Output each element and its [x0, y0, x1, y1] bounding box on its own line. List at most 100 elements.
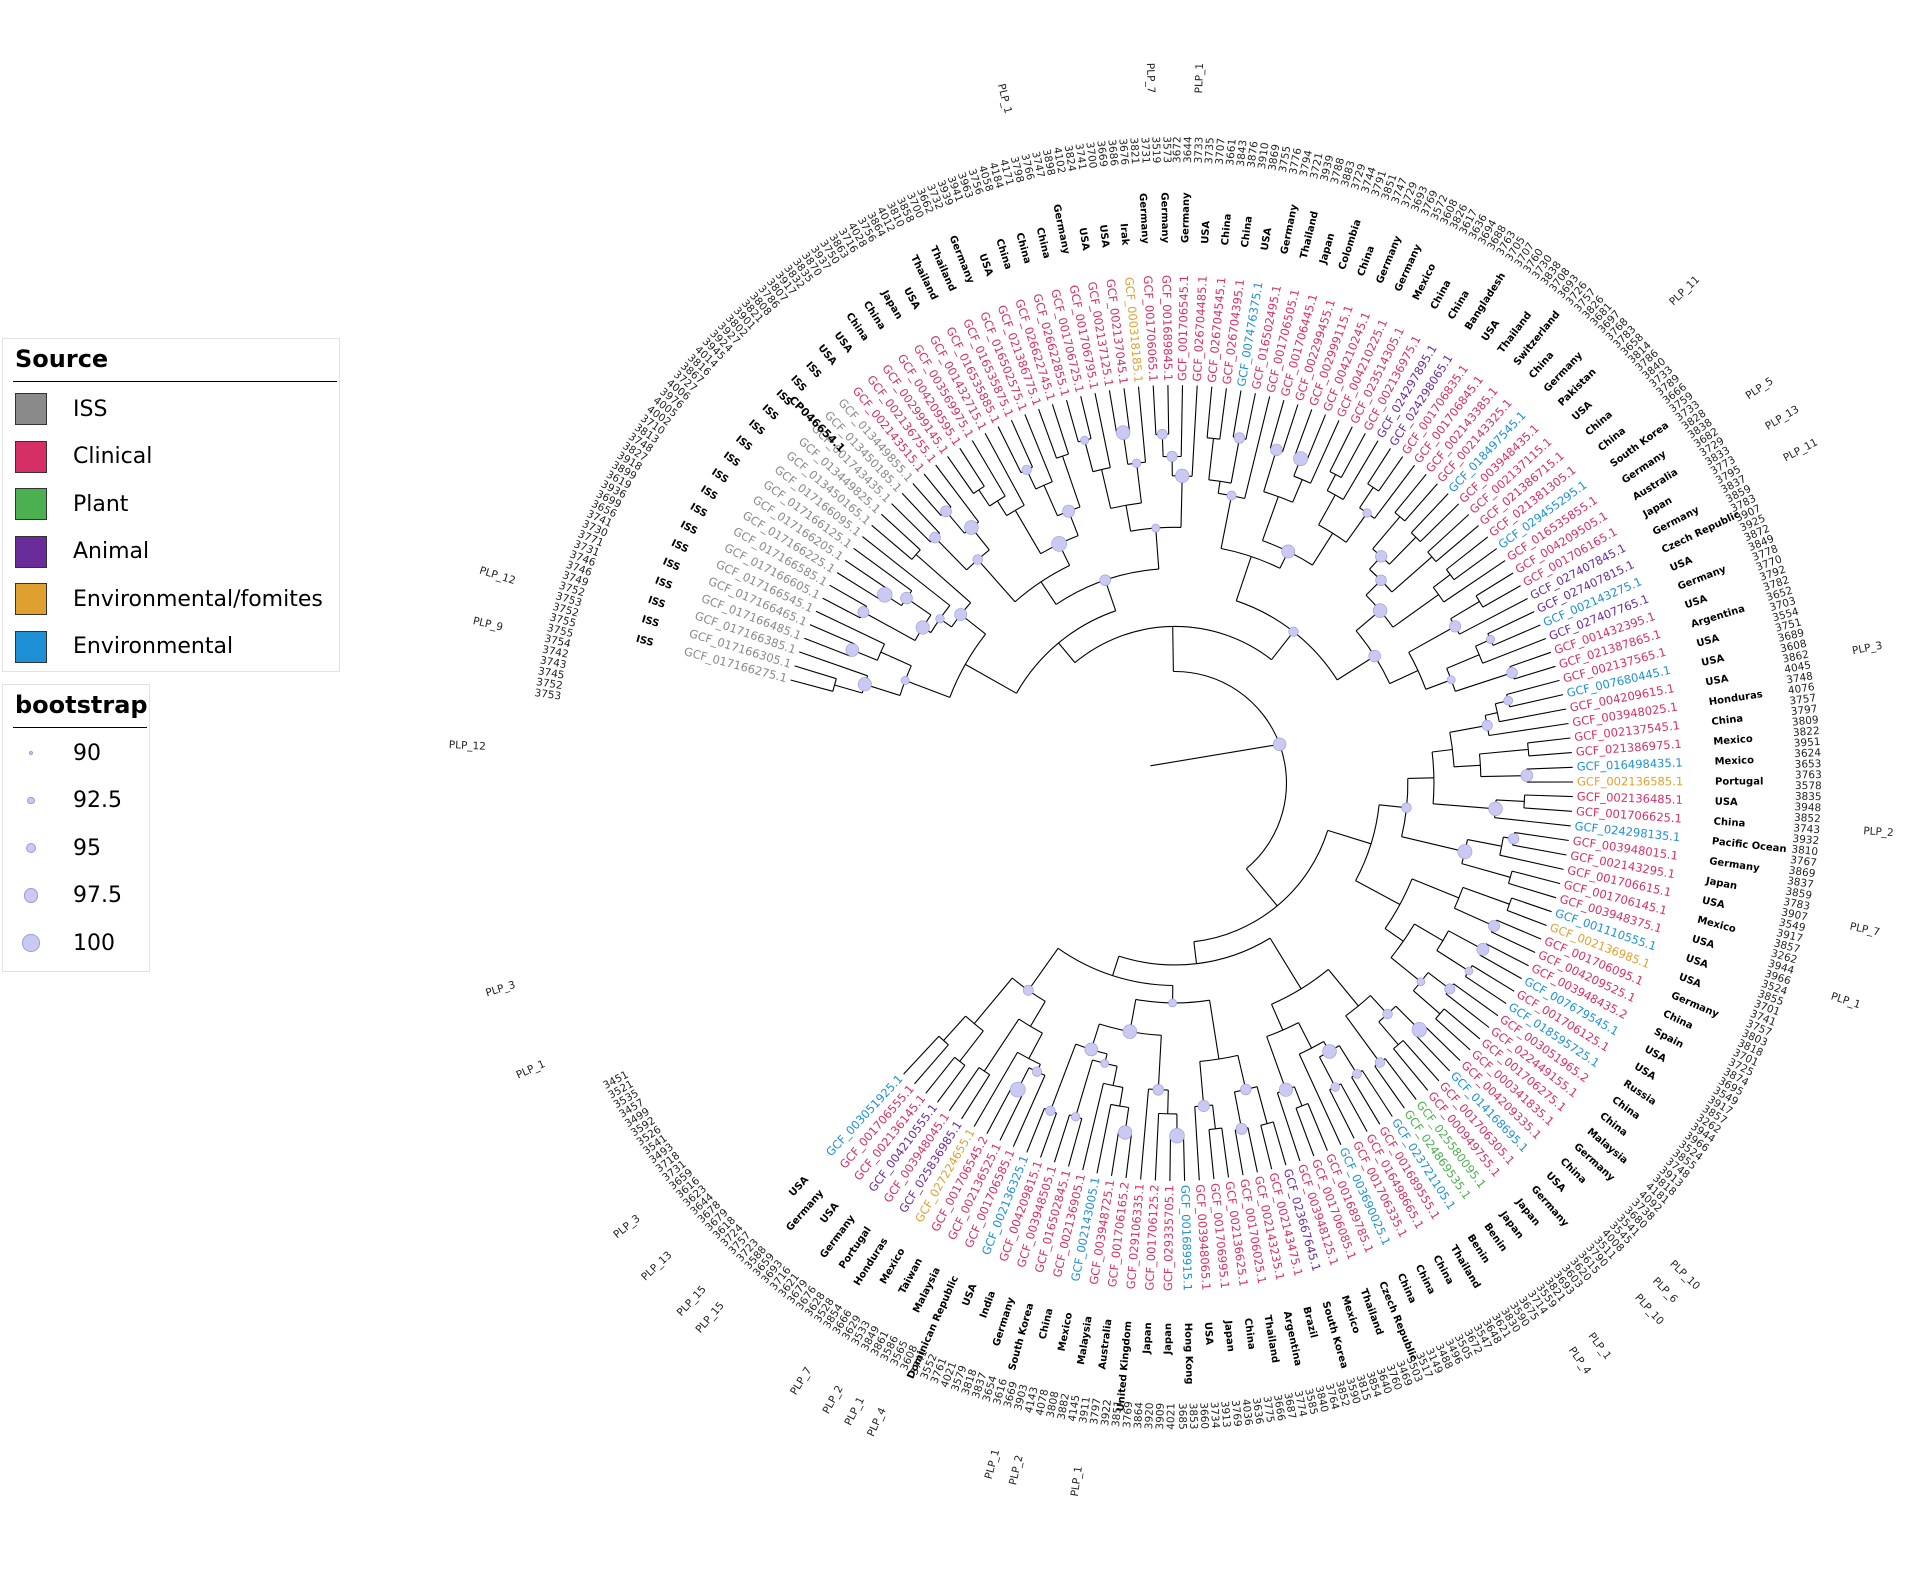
- bootstrap-marker: [845, 643, 859, 657]
- outer-value-label: 3733: [1193, 136, 1206, 163]
- branch: [1488, 722, 1569, 737]
- outer-value-label: 3661: [1224, 138, 1238, 166]
- plp-label: PLP_2: [820, 1384, 845, 1416]
- branch: [1492, 624, 1541, 646]
- bootstrap-marker: [1115, 425, 1131, 440]
- branch: [1384, 1058, 1417, 1100]
- bootstrap-legend-label: 92.5: [73, 788, 122, 813]
- color-swatch: [15, 440, 47, 473]
- country-label: Benin: [1465, 1233, 1492, 1266]
- branch: [829, 584, 867, 607]
- branch: [1269, 400, 1285, 449]
- branch-arc: [1199, 1054, 1239, 1062]
- source-legend-title: Source: [15, 345, 109, 373]
- source-legend-item: Environmental/fomites: [15, 583, 323, 615]
- accession-label: GCF_001689915.1: [1178, 1185, 1195, 1291]
- bootstrap-marker: [940, 505, 952, 518]
- bootstrap-marker: [1099, 574, 1111, 586]
- branch: [999, 1092, 1024, 1141]
- branch: [1298, 1022, 1313, 1049]
- branch: [1496, 799, 1525, 802]
- source-legend-label: ISS: [73, 396, 108, 422]
- outer-value-label: 3775: [1260, 1395, 1276, 1423]
- plp-label: PLP_1: [983, 1448, 1002, 1481]
- bootstrap-marker: [935, 614, 945, 624]
- outer-value-label: 3741: [1072, 143, 1088, 171]
- bootstrap-marker: [1488, 920, 1500, 932]
- outer-value-label: 3672: [1171, 136, 1183, 163]
- source-legend-label: Animal: [73, 539, 150, 564]
- branch: [1326, 474, 1337, 491]
- outer-value-label: 3578: [1795, 780, 1822, 792]
- source-legend-label: Clinical: [73, 444, 153, 469]
- branch: [1247, 1127, 1258, 1173]
- country-label: Germany: [1708, 856, 1760, 874]
- outer-value-label: 3948: [1794, 801, 1821, 814]
- branch: [1295, 1108, 1315, 1157]
- plp-label: PLP_11: [1781, 436, 1819, 464]
- branch: [1393, 1048, 1429, 1091]
- branch: [1140, 1089, 1150, 1180]
- country-label: ISS: [653, 575, 673, 592]
- branch: [1256, 1086, 1268, 1124]
- outer-value-label: 3913: [1218, 1401, 1232, 1429]
- bootstrap-markers: [845, 425, 1534, 1144]
- country-label: ISS: [661, 556, 682, 573]
- branch: [1527, 737, 1571, 744]
- country-label: Australia: [1097, 1318, 1114, 1370]
- branch: [1454, 907, 1495, 927]
- branch: [1261, 496, 1279, 541]
- country-label: Germany: [1050, 203, 1071, 255]
- accession-labels: GCF_017166275.1GCF_017166305.1GCF_017166…: [682, 275, 1683, 1291]
- branch: [923, 473, 952, 508]
- branch: [1237, 1055, 1247, 1090]
- branch: [1445, 993, 1490, 1028]
- outer-value-label: 3951: [1793, 736, 1820, 750]
- branch: [1514, 832, 1569, 842]
- branch: [1446, 536, 1489, 570]
- branch: [790, 679, 833, 692]
- country-label: Mexico: [1714, 755, 1754, 768]
- branch: [1506, 909, 1547, 927]
- branch: [1499, 708, 1567, 723]
- branch: [1338, 1045, 1358, 1075]
- outer-value-label: 3843: [1235, 139, 1250, 167]
- bootstrap-marker: [1486, 634, 1496, 644]
- bootstrap-marker: [1122, 1024, 1138, 1039]
- branch: [1342, 440, 1379, 500]
- branch: [1374, 1065, 1405, 1109]
- outer-value-label: 3700: [1083, 141, 1098, 169]
- country-label: ISS: [733, 434, 754, 454]
- color-swatch: [15, 630, 47, 663]
- branch: [1180, 475, 1183, 528]
- branch: [1276, 1092, 1301, 1162]
- branch: [1058, 642, 1076, 663]
- branch-arc: [1453, 887, 1464, 909]
- plp-label: PLP_15: [693, 1300, 726, 1336]
- branch: [948, 1067, 980, 1112]
- country-label: Germany: [1158, 192, 1170, 243]
- branch: [1402, 1040, 1440, 1082]
- branch: [880, 651, 912, 667]
- country-label: ISS: [709, 467, 730, 486]
- source-legend-item: Animal: [15, 535, 150, 568]
- branch: [1446, 654, 1480, 669]
- plp-label: PLP_1: [1586, 1330, 1614, 1362]
- bootstrap-marker: [1084, 1042, 1099, 1057]
- branch: [794, 665, 837, 680]
- bootstrap-marker: [1476, 943, 1490, 956]
- branch: [1523, 807, 1573, 812]
- bootstrap-marker: [1352, 1069, 1362, 1079]
- bootstrap-marker: [1374, 1057, 1386, 1068]
- branch: [1157, 1035, 1162, 1090]
- country-label: ISS: [698, 484, 719, 503]
- bootstrap-marker: [1372, 603, 1388, 618]
- outer-value-label: 3743: [1793, 822, 1821, 836]
- bootstrap-marker: [1152, 1084, 1165, 1096]
- bootstrap-marker: [1416, 977, 1426, 987]
- plp-label: PLP_10: [1632, 1292, 1666, 1328]
- bootstrap-dot: [27, 796, 35, 805]
- country-label: ISS: [721, 450, 742, 469]
